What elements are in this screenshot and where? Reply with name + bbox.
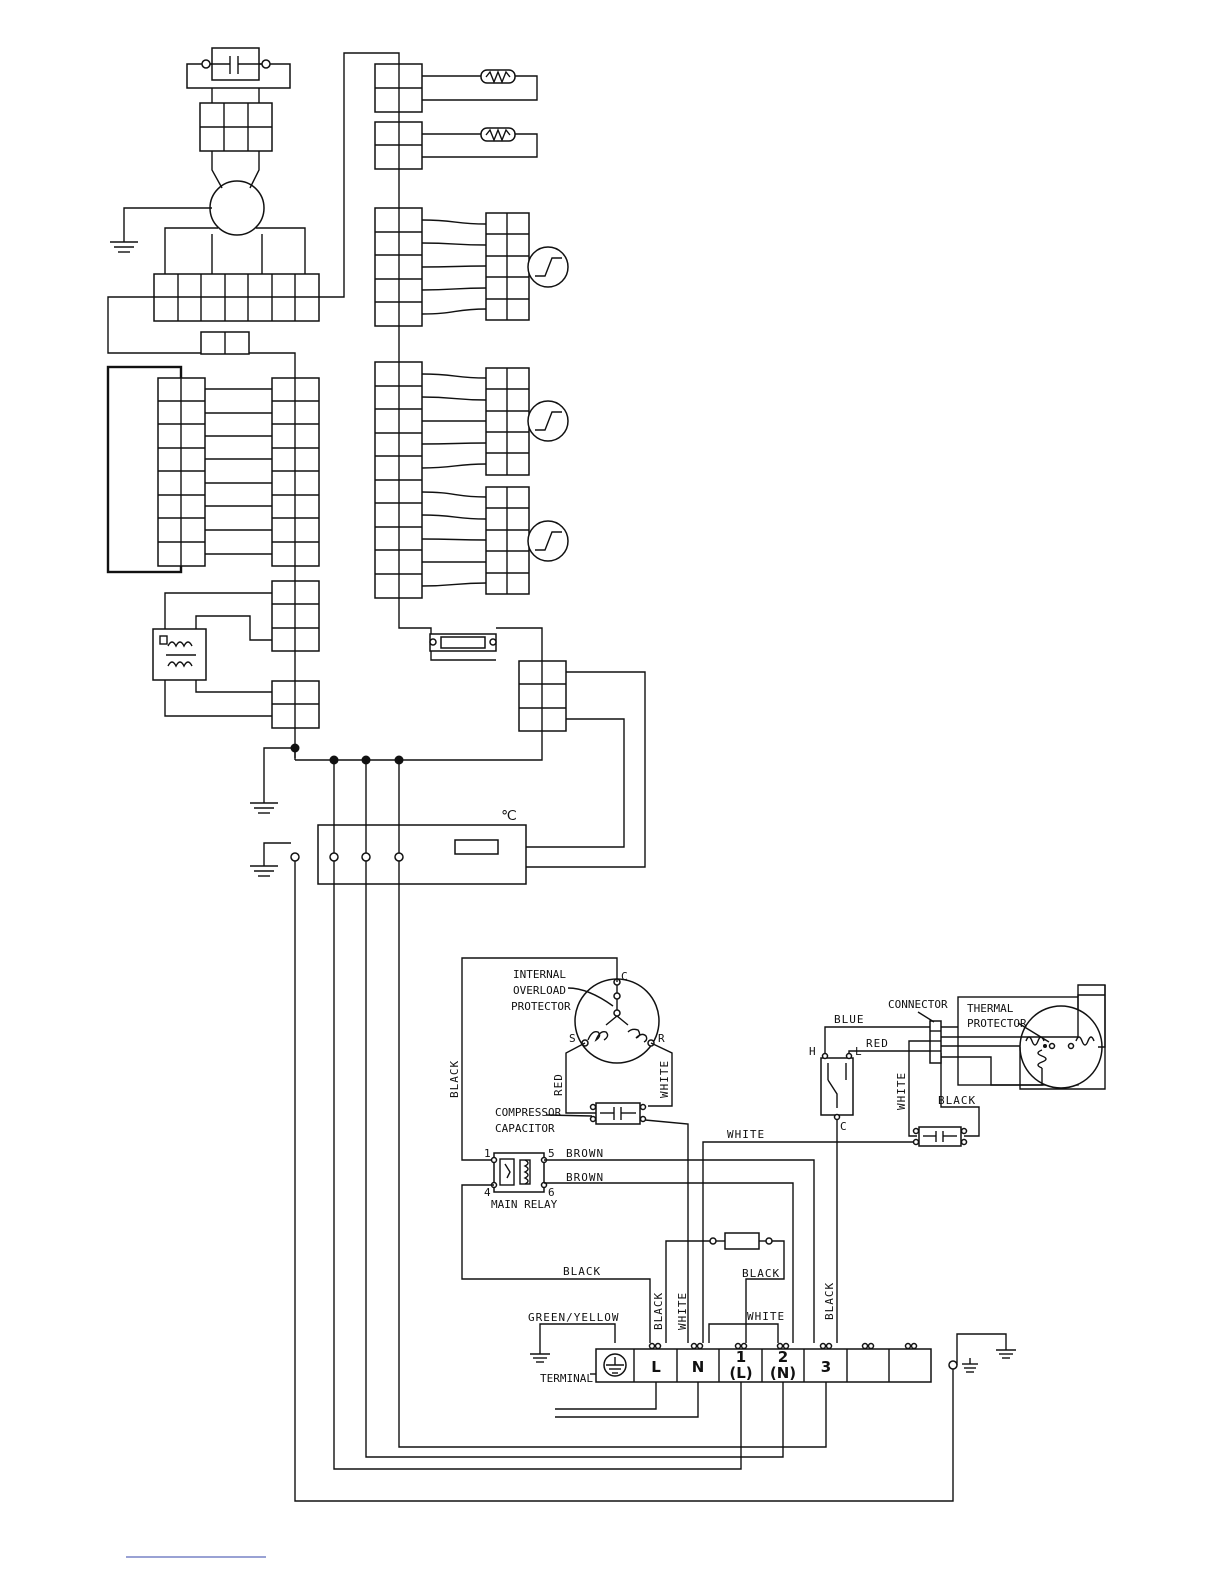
ground-icon	[110, 242, 138, 252]
terminal-r-label: R	[658, 1032, 665, 1045]
compressor: C S R	[569, 970, 665, 1063]
svg-text:CAPACITOR: CAPACITOR	[495, 1122, 555, 1135]
terminal-N: N	[692, 1358, 705, 1376]
svg-text:1: 1	[484, 1147, 491, 1160]
terminal-s-label: S	[569, 1032, 576, 1045]
wire-label-white: WHITE	[658, 1060, 671, 1098]
wire-label-black: BLACK	[823, 1282, 836, 1320]
terminal-3: 3	[821, 1358, 831, 1376]
svg-text:PROTECTOR: PROTECTOR	[511, 1000, 571, 1013]
ground-icon	[250, 803, 278, 813]
stepper-motor-group-1	[375, 208, 568, 326]
fan-capacitor-icon	[914, 1127, 967, 1146]
display-wires	[205, 389, 272, 554]
terminal-L: L	[651, 1358, 661, 1376]
outdoor-fuse-icon	[710, 1233, 772, 1249]
wire-label-red: RED	[552, 1073, 565, 1096]
celsius-symbol: ℃	[501, 808, 517, 824]
main-relay-label: MAIN RELAY	[491, 1198, 558, 1211]
compressor-capacitor-label: COMPRESSOR	[495, 1106, 562, 1119]
power-connector	[519, 661, 566, 731]
temperature-sensor-icon	[455, 840, 498, 854]
svg-text:OVERLOAD: OVERLOAD	[513, 984, 566, 997]
terminal-2-sub: (N)	[770, 1364, 796, 1382]
connector-7pin	[154, 274, 319, 321]
wire-label-red: RED	[866, 1037, 889, 1050]
display-connector-left	[158, 378, 205, 566]
wire-label-black: BLACK	[652, 1292, 665, 1330]
outdoor-fan-motor: THERMAL PROTECTOR	[958, 997, 1102, 1088]
svg-text:INTERNAL: INTERNAL	[513, 968, 566, 981]
fan-motor-icon	[1020, 1006, 1102, 1088]
ground-icon	[530, 1354, 550, 1362]
ground-icon	[962, 1358, 978, 1372]
transformer	[153, 581, 319, 728]
wire-label-brown: BROWN	[566, 1171, 604, 1184]
svg-text:H: H	[809, 1045, 816, 1058]
heater-connector-1	[375, 64, 537, 112]
wire-label-black: BLACK	[448, 1060, 461, 1098]
wire-label-black: BLACK	[742, 1267, 780, 1280]
wire-label-green-yellow: GREEN/YELLOW	[528, 1311, 619, 1324]
fan-connector: CONNECTOR	[888, 998, 948, 1063]
display-connector-right	[272, 378, 319, 566]
indoor-fan-motor-assembly	[110, 48, 305, 274]
fan-speed-switch: H L C	[809, 1045, 862, 1133]
wire-label-black: BLACK	[938, 1094, 976, 1107]
svg-text:C: C	[840, 1120, 847, 1133]
terminal-1-sub: (L)	[729, 1364, 752, 1382]
fuse-icon	[430, 634, 496, 651]
stepper-motor-group-2	[375, 362, 568, 598]
terminal-c-label: C	[621, 970, 628, 983]
wire-label-white: WHITE	[747, 1310, 785, 1323]
thermal-protector-label: THERMAL	[967, 1002, 1014, 1015]
outdoor-terminal-block: L N 1 (L) 2 (N) 3 TERMINAL	[540, 1344, 931, 1386]
indoor-terminal-block: ℃	[250, 760, 526, 884]
terminal-label: TERMINAL	[540, 1372, 593, 1385]
ground-terminal-icon	[604, 1354, 626, 1376]
fan-motor-icon	[210, 181, 264, 235]
wire-label-white: WHITE	[676, 1292, 689, 1330]
connector-label: CONNECTOR	[888, 998, 948, 1011]
ground-icon	[996, 1350, 1016, 1358]
wire-label-white: WHITE	[895, 1072, 908, 1110]
wire-label-blue: BLUE	[834, 1013, 865, 1026]
heater-connector-2	[375, 122, 537, 169]
wire-label-white: WHITE	[727, 1128, 765, 1141]
wire-label-black: BLACK	[563, 1265, 601, 1278]
svg-text:4: 4	[484, 1186, 491, 1199]
main-relay: 1 5 4 6 MAIN RELAY	[484, 1147, 558, 1211]
compressor-capacitor-icon	[591, 1103, 646, 1124]
svg-text:5: 5	[548, 1147, 555, 1160]
wire-label-brown: BROWN	[566, 1147, 604, 1160]
